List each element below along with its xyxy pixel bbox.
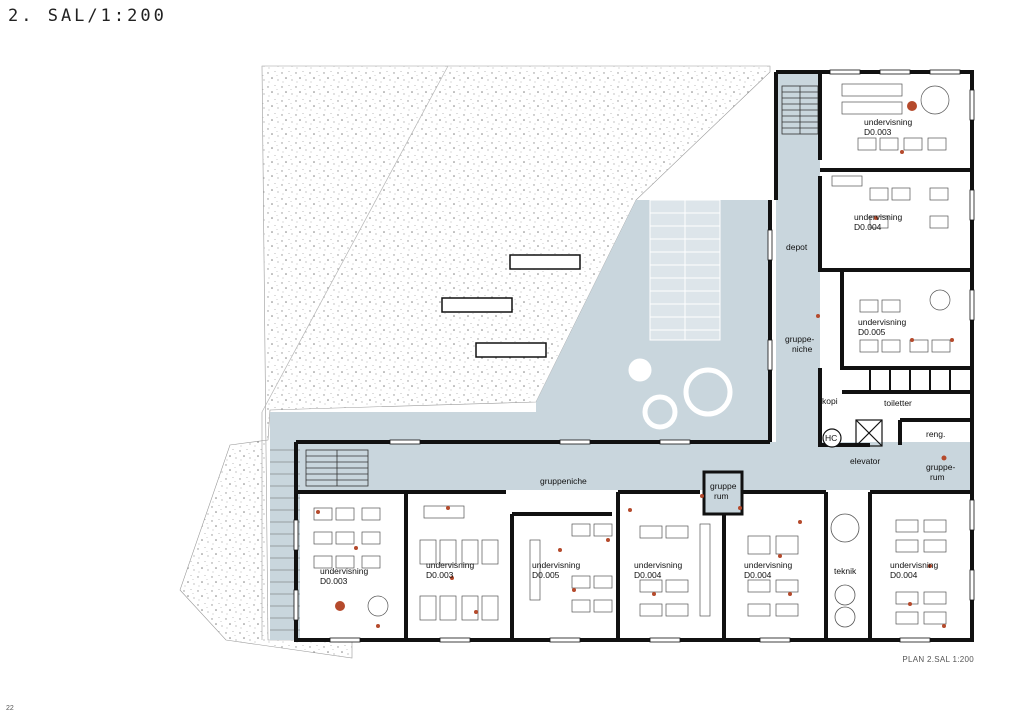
room-code: D0.005 [858, 327, 886, 337]
room-name: undervisning [890, 560, 938, 570]
room-code: D0.003 [426, 570, 454, 580]
staircase [649, 199, 721, 341]
room-name: undervisning [858, 317, 906, 327]
room-name: elevator [850, 456, 880, 466]
room-name-line2: niche [792, 344, 813, 354]
room-name-line1: gruppe- [785, 334, 814, 344]
room-name: teknik [834, 566, 857, 576]
skylight [475, 342, 547, 358]
room-name: depot [786, 242, 808, 252]
skylight [441, 297, 513, 313]
room-name: undervisning [320, 566, 368, 576]
page-title: 2. SAL/1:200 [8, 6, 167, 26]
room-name: undervisning [532, 560, 580, 570]
room-name: undervisning [854, 212, 902, 222]
plan-caption: PLAN 2.SAL 1:200 [902, 655, 974, 664]
hc-badge [822, 428, 842, 448]
staircase [305, 449, 369, 487]
room-code: D0.004 [890, 570, 918, 580]
room-name-line1: gruppe- [926, 462, 955, 472]
toilet-stalls [869, 370, 951, 392]
furniture [313, 83, 951, 625]
windows [293, 69, 975, 643]
room-name: gruppeniche [540, 476, 587, 486]
room-code: D0.004 [854, 222, 882, 232]
room-name-line1: gruppe [710, 481, 737, 491]
room-name: kopi [822, 396, 838, 406]
grupperum-mid-box [702, 470, 744, 516]
accent-markers [316, 101, 954, 628]
room-code: D0.003 [864, 127, 892, 137]
room-labels: undervisning D0.003 undervisning D0.004 … [320, 117, 955, 586]
terrace-diagonal-line [261, 65, 449, 413]
room-name: undervisning [426, 560, 474, 570]
seating-pods [628, 358, 733, 430]
room-code: D0.004 [634, 570, 662, 580]
room-name: undervisning [634, 560, 682, 570]
skylight [509, 254, 581, 270]
room-name: HC [825, 433, 837, 443]
room-name: toiletter [884, 398, 912, 408]
room-name: reng. [926, 429, 945, 439]
roof-terrace [179, 65, 771, 659]
room-name: undervisning [864, 117, 912, 127]
room-code: D0.005 [532, 570, 560, 580]
room-code: D0.003 [320, 576, 348, 586]
room-name-line2: rum [930, 472, 945, 482]
room-name-line2: rum [714, 491, 729, 501]
elevator-shaft [855, 419, 883, 447]
room-code: D0.004 [744, 570, 772, 580]
teknik-tanks [830, 513, 860, 628]
page-number: 22 [6, 705, 14, 712]
room-name: undervisning [744, 560, 792, 570]
